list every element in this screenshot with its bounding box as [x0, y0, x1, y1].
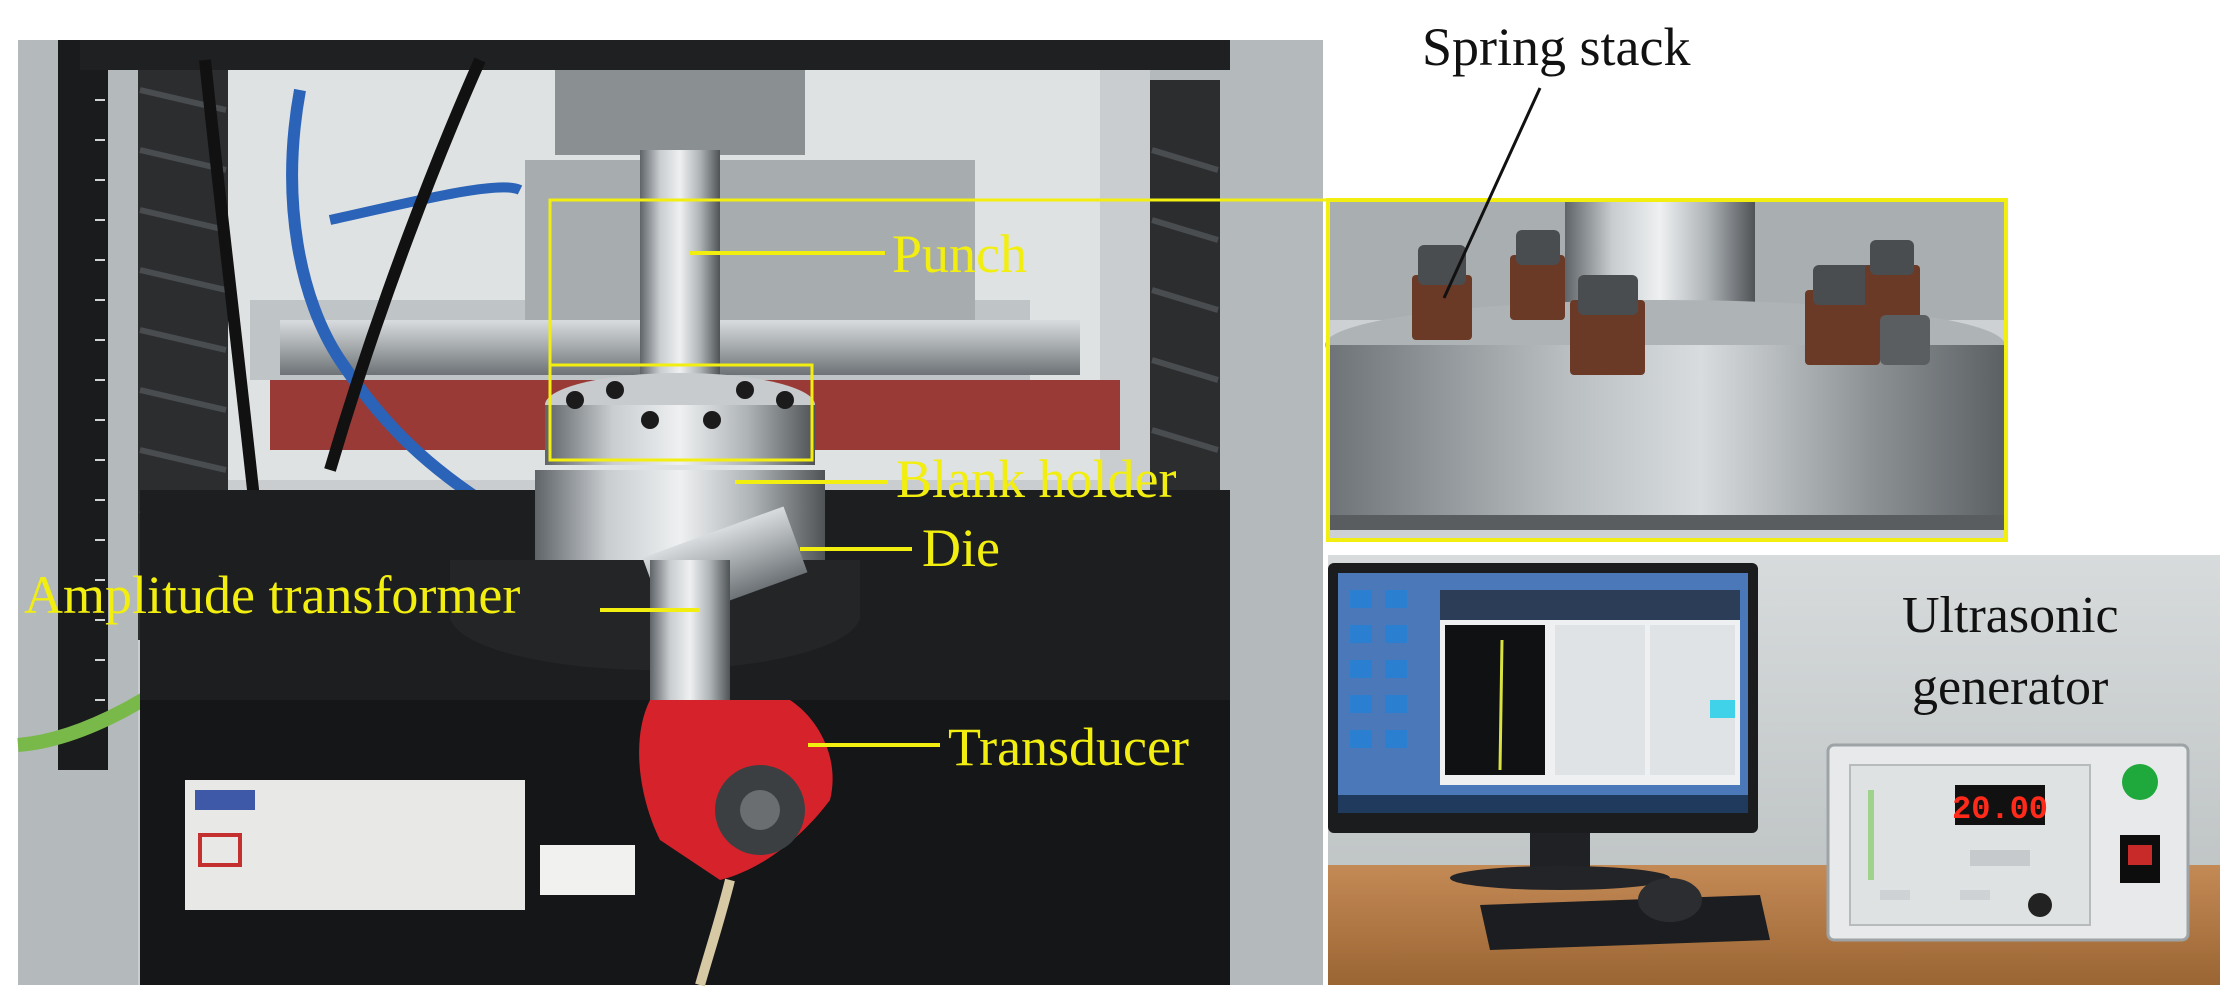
- label-transducer: Transducer: [948, 717, 1189, 777]
- main-photo: [17, 40, 1328, 987]
- ultrasonic-generator-unit: 20.00: [1826, 743, 2190, 942]
- spring-stack-pointer: [1442, 87, 1542, 299]
- callout-lines: [600, 251, 940, 747]
- spring-stack: [1412, 230, 1930, 375]
- label-punch: Punch: [892, 224, 1027, 284]
- label-spring-stack: Spring stack: [1422, 17, 1691, 77]
- power-button-green: [2122, 764, 2158, 800]
- label-blank-holder: Blank holder: [896, 449, 1177, 509]
- generator-display: 20.00: [1952, 791, 2048, 828]
- zoom-inset: [1325, 198, 2008, 542]
- label-ultrasonic-line2: generator: [1912, 659, 2109, 716]
- label-ultrasonic-line1: Ultrasonic: [1902, 587, 2119, 644]
- generator-photo: 20.00: [1328, 555, 2220, 985]
- label-amplitude-transformer: Amplitude transformer: [24, 565, 521, 625]
- label-die: Die: [922, 518, 1000, 578]
